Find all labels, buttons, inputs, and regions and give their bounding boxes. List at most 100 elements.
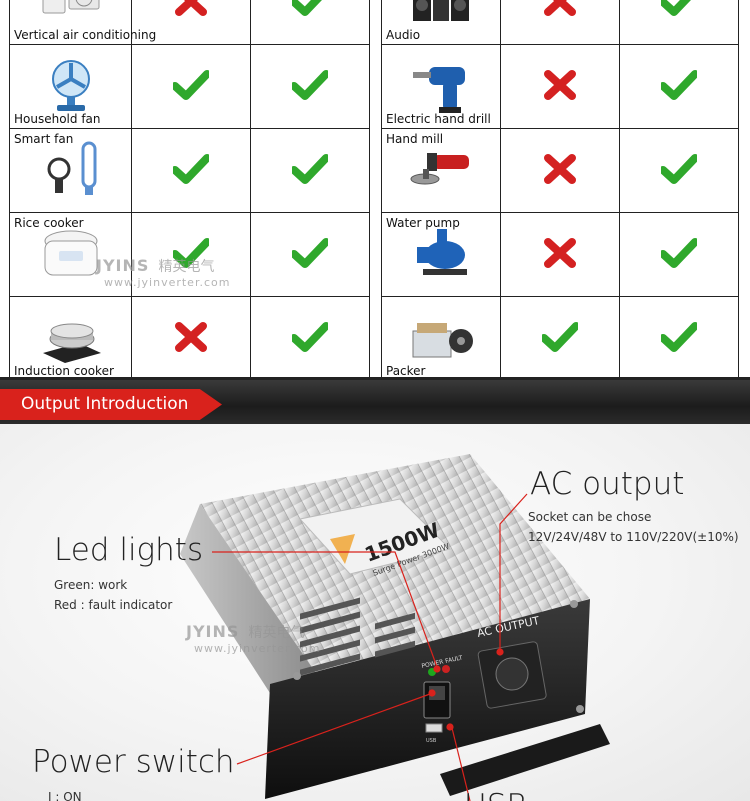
power-switch-line1: I : ON xyxy=(48,790,82,801)
supported-check-icon xyxy=(500,296,620,381)
watermark-brand: JYINS xyxy=(186,622,240,641)
angle-grinder-icon xyxy=(409,141,473,201)
supported-check-icon xyxy=(250,128,370,213)
desk-fan-icon xyxy=(39,57,103,117)
appliance-cell: Audio xyxy=(381,0,501,45)
table-row: Audio xyxy=(381,0,739,45)
appliance-name: Smart fan xyxy=(14,132,74,146)
supported-check-icon xyxy=(619,212,739,297)
table-row: Household fan xyxy=(9,44,370,129)
unsupported-cross-icon xyxy=(500,128,620,213)
appliance-name: Rice cooker xyxy=(14,216,84,230)
supported-check-icon xyxy=(131,128,251,213)
mounting-bracket xyxy=(440,724,610,796)
supported-check-icon xyxy=(619,0,739,45)
section-header-tab xyxy=(0,389,222,420)
power-switch-rocker xyxy=(429,686,445,700)
air-conditioner-icon xyxy=(39,0,103,33)
supported-check-icon xyxy=(250,296,370,381)
lightning-mark xyxy=(330,534,355,564)
watermark-brand-cn: 精英电气 xyxy=(158,259,215,275)
appliance-cell: Smart fan xyxy=(9,128,132,213)
supported-check-icon xyxy=(619,128,739,213)
supported-check-icon xyxy=(619,296,739,381)
appliance-name: Household fan xyxy=(14,112,101,126)
ac-output-title: AC output xyxy=(530,466,685,502)
ac-output-line1: Socket can be chose xyxy=(528,510,652,524)
appliance-cell: Hand mill xyxy=(381,128,501,213)
speaker-icon xyxy=(409,0,473,33)
appliance-name: Electric hand drill xyxy=(386,112,491,126)
table-row: Water pump xyxy=(381,212,739,297)
supported-check-icon xyxy=(131,212,251,297)
bladeless-fan-icon xyxy=(39,141,103,201)
socket-face xyxy=(495,657,529,691)
table-row: Smart fan xyxy=(9,128,370,213)
screw xyxy=(576,705,584,713)
table-row: Vertical air conditioning xyxy=(9,0,370,45)
unsupported-cross-icon xyxy=(500,212,620,297)
heatsink-left-side xyxy=(180,504,320,724)
table-row: Rice cooker xyxy=(9,212,370,297)
supported-check-icon xyxy=(250,0,370,45)
appliance-cell: Induction cooker xyxy=(9,296,132,381)
supported-check-icon xyxy=(131,44,251,129)
appliance-name: Audio xyxy=(386,28,421,42)
screw xyxy=(570,600,578,608)
power-switch-title: Power switch xyxy=(32,744,235,780)
supported-check-icon xyxy=(250,212,370,297)
section-title: Output Introduction xyxy=(21,394,189,414)
watermark: JYINS 精英电气 www.jyinverter.com xyxy=(186,622,320,655)
led-lights-title: Led lights xyxy=(54,532,204,568)
appliance-name: Water pump xyxy=(386,216,460,230)
appliance-name: Vertical air conditioning xyxy=(14,28,157,42)
table-bottom-border xyxy=(0,377,750,380)
appliance-cell: Packer xyxy=(381,296,501,381)
rice-cooker-icon xyxy=(39,225,103,285)
unsupported-cross-icon xyxy=(500,44,620,129)
table-divider xyxy=(372,0,381,378)
screw xyxy=(293,672,301,680)
water-pump-icon xyxy=(409,225,473,285)
usb-tag: USB xyxy=(426,738,437,744)
callout-lines xyxy=(212,493,528,801)
watermark-brand: JYINS xyxy=(96,256,150,275)
drill-icon xyxy=(409,57,473,117)
inverter-illustration: 1500W Surge Power 3000W AC OUTPUT POWER … xyxy=(180,454,610,801)
unsupported-cross-icon xyxy=(131,0,251,45)
appliance-name: Induction cooker xyxy=(14,364,114,378)
watermark-url: www.jyinverter.com xyxy=(104,276,231,289)
unsupported-cross-icon xyxy=(500,0,620,45)
ac-output-line2: 12V/24V/48V to 110V/220V(±10%) xyxy=(528,530,739,544)
appliance-name: Packer xyxy=(386,364,426,378)
supported-check-icon xyxy=(250,44,370,129)
vent-slots xyxy=(300,597,415,676)
led-red xyxy=(442,665,450,673)
watermark-brand-cn: 精英电气 xyxy=(248,625,305,641)
unsupported-cross-icon xyxy=(131,296,251,381)
induction-cooker-icon xyxy=(39,309,103,369)
table-row: Induction cooker xyxy=(9,296,370,381)
packing-machine-icon xyxy=(409,309,473,369)
appliance-cell: Household fan xyxy=(9,44,132,129)
led-lights-line2: Red : fault indicator xyxy=(54,598,173,612)
table-row: Electric hand drill xyxy=(381,44,739,129)
appliance-cell: Electric hand drill xyxy=(381,44,501,129)
table-row: Packer xyxy=(381,296,739,381)
model-label-plate xyxy=(299,498,451,575)
appliance-cell: Water pump xyxy=(381,212,501,297)
supported-check-icon xyxy=(619,44,739,129)
table-row: Hand mill xyxy=(381,128,739,213)
product-illustration-area: 1500W Surge Power 3000W AC OUTPUT POWER … xyxy=(0,424,750,801)
appliance-name: Hand mill xyxy=(386,132,444,146)
heatsink-top xyxy=(200,454,590,679)
watermark: JYINS 精英电气 www.jyinverter.com xyxy=(96,256,230,289)
appliance-cell: Vertical air conditioning xyxy=(9,0,156,45)
usb-port xyxy=(425,723,443,733)
watermark-url: www.jyinverter.com xyxy=(194,642,321,655)
led-lights-line1: Green: work xyxy=(54,578,128,592)
usb-title: USB xyxy=(464,788,527,801)
